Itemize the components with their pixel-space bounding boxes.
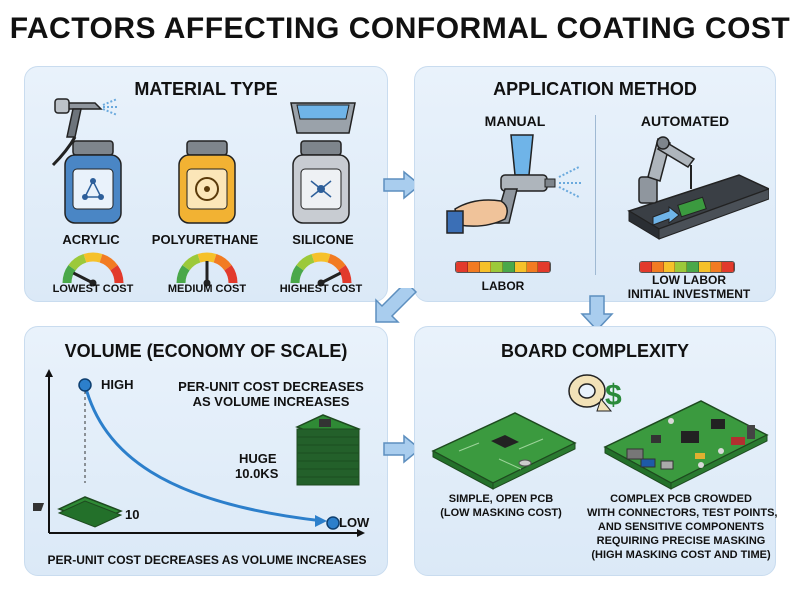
gauge-segment [68,253,87,271]
bar-segment [538,262,550,272]
low-label: LOW [339,515,370,530]
gauge-segment [296,253,315,271]
acrylic-label: ACRYLIC [62,232,120,247]
huge-label: HUGE [239,451,277,466]
gauge-hub [203,279,211,287]
automated-label: AUTOMATED [640,113,730,129]
volume-footer: PER-UNIT COST DECREASES AS VOLUME INCREA… [47,553,367,567]
polyurethane-cost-label: MEDIUM COST [167,283,247,295]
main-title: FACTORS AFFECTING CONFORMAL COATING COST [9,12,791,45]
volume-title: VOLUME (ECONOMY OF SCALE) [64,341,348,361]
bar-segment [491,262,503,272]
board-complexity-panel: BOARD COMPLEXITY $ SIMPLE, OPEN PCB [414,326,778,576]
automated-bar-label-1: LOW LABOR [652,273,726,287]
material-type-title: MATERIAL TYPE [134,79,278,99]
high-point [78,378,92,392]
bar-segment [722,262,734,272]
board-complexity-title: BOARD COMPLEXITY [500,341,689,361]
gauge-segment [176,265,190,284]
polyurethane-cost-gauge [176,252,238,287]
simple-pcb-label-2: (LOW MASKING COST) [440,507,562,519]
automated-bar-label-2: INITIAL INVESTMENT [627,287,751,301]
gauge-hub [317,279,325,287]
material-type-panel: MATERIAL TYPE ACRYLI [24,66,388,302]
complex-pcb-label-3: AND SENSITIVE COMPONENTS [597,521,765,533]
arrow-right-icon-2 [383,434,422,464]
gauge-needle [72,271,94,285]
bar-segment [503,262,515,272]
coating-tray-icon [290,102,356,134]
bar-segment [663,262,676,272]
application-method-panel: APPLICATION METHOD MANUAL AUTOMATED LABO… [414,66,776,302]
gauge-segment [213,253,232,271]
gauge-segment [62,265,76,284]
bar-segment [698,262,711,272]
volume-note-2: AS VOLUME INCREASES [192,394,350,409]
high-label: HIGH [101,377,134,392]
silicone-label: SILICONE [292,232,354,247]
acrylic-cost-label: LOWEST COST [52,283,134,295]
application-method-title: APPLICATION METHOD [493,79,697,99]
gauge-segment [197,252,217,263]
complex-pcb-label-2: WITH CONNECTORS, TEST POINTS, [587,507,778,519]
small-count: 10 [125,507,140,522]
complex-pcb-icon [603,400,769,490]
gauge-segment [182,253,201,271]
bar-segment [526,262,539,272]
bar-segment [514,262,527,272]
gauge-segment [327,253,346,271]
silicone-cost-label: HIGHEST COST [279,283,363,295]
bar-segment [710,262,723,272]
automated-labor-bar [639,261,735,273]
volume-note-1: PER-UNIT COST DECREASES [178,379,364,394]
manual-spray-gun-icon [446,134,581,234]
arrow-down-left-icon [375,288,418,323]
silicone-cost-gauge [290,252,352,287]
bar-segment [651,262,664,272]
arrow-down-icon [580,295,614,332]
bar-segment [640,262,652,272]
masking-tape-icon [568,374,613,412]
silicone-jar-icon [292,140,350,224]
bar-segment [456,262,468,272]
acrylic-jar-icon [64,140,122,224]
polyurethane-jar-icon [178,140,236,224]
manual-labor-bar [455,261,551,273]
simple-pcb-label-1: SIMPLE, OPEN PCB [448,493,554,505]
huge-count: 10.0KS [235,466,279,481]
manual-bar-label: LABOR [481,279,525,293]
polyurethane-label: POLYURETHANE [151,232,259,247]
method-divider [595,115,596,275]
gauge-segment [110,265,124,284]
gauge-segment [311,252,331,263]
huge-pcb-stack [295,414,361,486]
acrylic-cost-gauge [62,252,124,287]
bar-segment [675,262,687,272]
gauge-hub [89,279,97,287]
gauge-segment [224,265,238,284]
bar-segment [687,262,699,272]
manual-label: MANUAL [484,113,546,129]
volume-panel: VOLUME (ECONOMY OF SCALE) HIGH PER-UNIT … [24,326,388,576]
complex-pcb-label-1: COMPLEX PCB CROWDED [610,493,752,505]
volume-cost-curve [33,369,365,537]
gauge-needle [320,271,342,285]
complex-pcb-label-4: REQUIRING PRECISE MASKING [596,535,766,547]
gauge-segment [99,253,118,271]
arrow-right-icon [383,170,422,200]
gauge-segment [290,265,304,284]
complex-pcb-label-5: (HIGH MASKING COST AND TIME) [591,549,771,561]
low-point [326,516,340,530]
gauge-segment [83,252,103,263]
spray-gun-icon [51,98,119,167]
bar-segment [479,262,492,272]
gauge-segment [338,265,352,284]
bar-segment [467,262,480,272]
simple-pcb-icon [431,412,577,490]
dollar-sign-icon: $ [605,379,622,412]
cost-curve-line [83,384,324,523]
robot-arm-conveyor-icon [627,136,769,240]
